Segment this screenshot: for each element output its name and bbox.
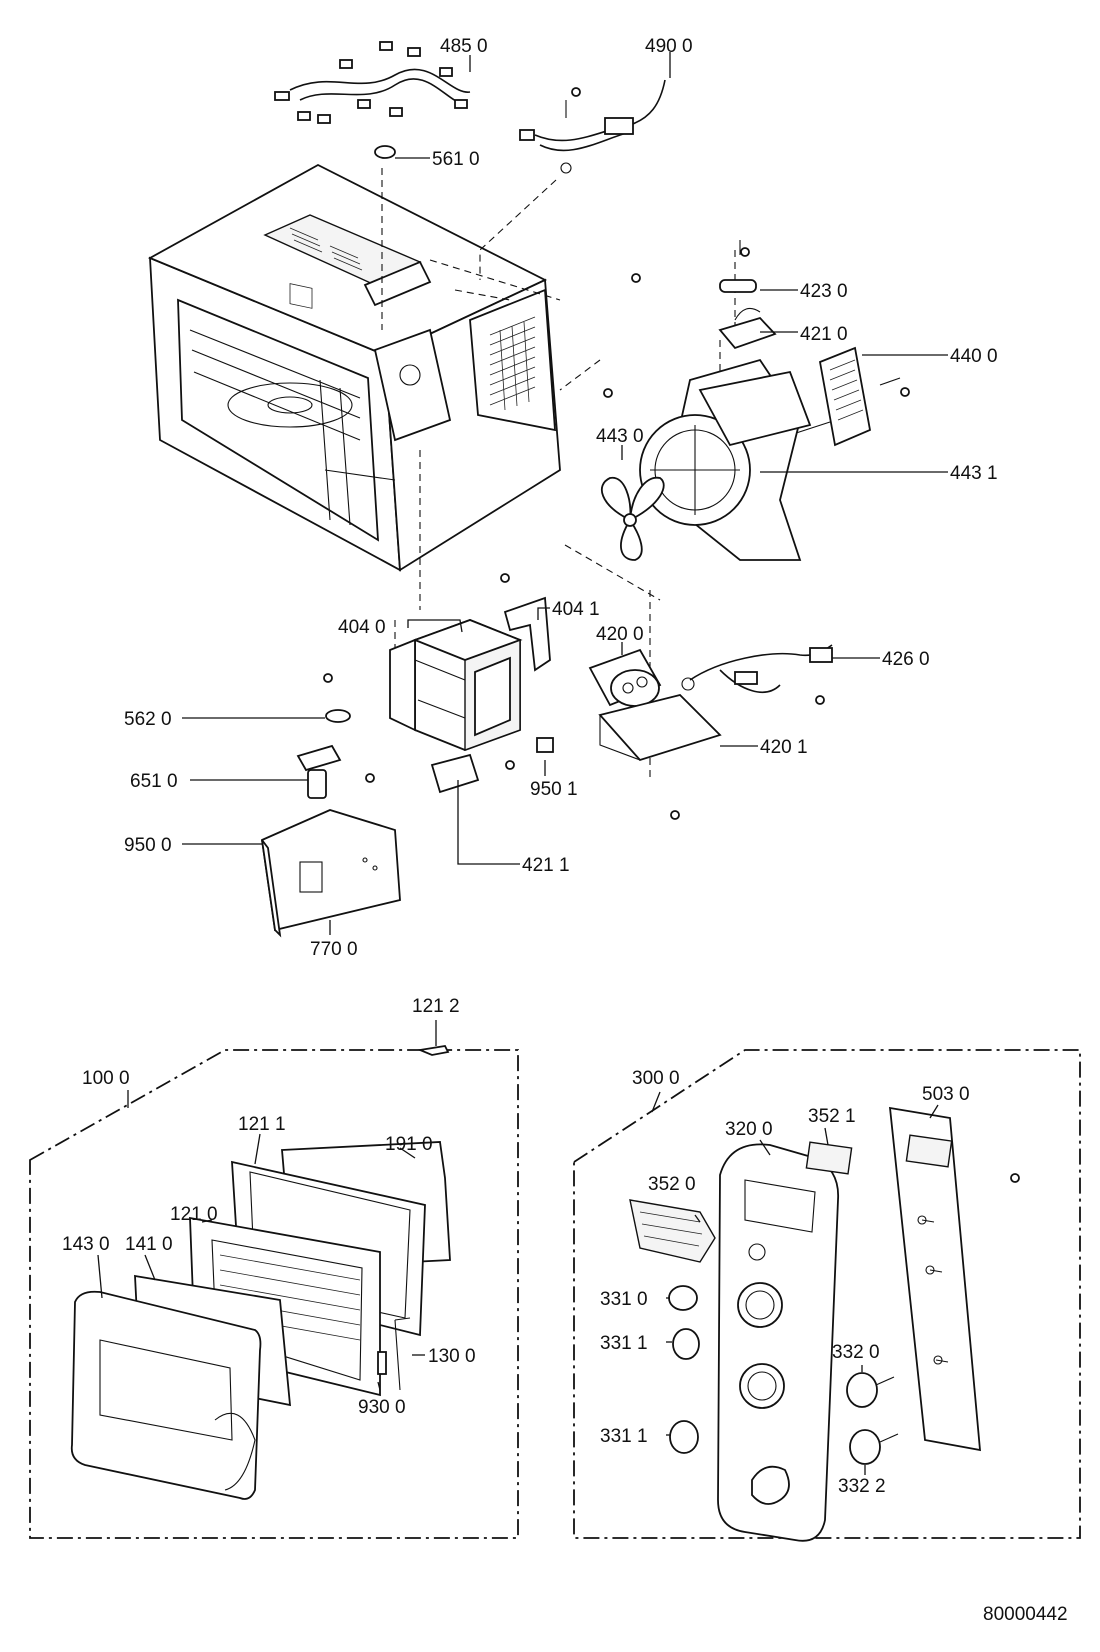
part-labels: 485 0 490 0 561 0 423 0 421 0 440 0 443 … bbox=[62, 36, 1068, 1625]
label-121-1: 121 1 bbox=[238, 1114, 286, 1135]
door-assembly-group bbox=[29, 1045, 519, 1539]
label-352-0: 352 0 bbox=[648, 1174, 696, 1195]
label-930-0: 930 0 bbox=[358, 1397, 406, 1418]
label-191-0: 191 0 bbox=[385, 1134, 433, 1155]
fuse-holder-651 bbox=[296, 744, 342, 799]
diode-cable-426 bbox=[681, 644, 833, 694]
pcb-421 bbox=[718, 307, 777, 350]
fan-housing-443-1 bbox=[639, 358, 812, 561]
label-100-0: 100 0 bbox=[82, 1068, 130, 1089]
label-490-0: 490 0 bbox=[645, 36, 693, 57]
label-443-0: 443 0 bbox=[596, 426, 644, 447]
capacitor-420 bbox=[588, 648, 662, 707]
doc-number: 80000442 bbox=[983, 1604, 1068, 1625]
label-420-1: 420 1 bbox=[760, 737, 808, 758]
label-332-2: 332 2 bbox=[838, 1476, 886, 1497]
label-485-0: 485 0 bbox=[440, 36, 488, 57]
part-950-1 bbox=[536, 737, 554, 753]
fuse-423 bbox=[719, 240, 757, 293]
control-panel-group bbox=[573, 1049, 1081, 1542]
label-421-1: 421 1 bbox=[522, 855, 570, 876]
transformer-404 bbox=[389, 619, 523, 751]
label-332-0: 332 0 bbox=[832, 1342, 880, 1363]
label-950-0: 950 0 bbox=[124, 835, 172, 856]
label-121-0: 121 0 bbox=[170, 1204, 218, 1225]
label-331-0: 331 0 bbox=[600, 1289, 648, 1310]
label-443-1: 443 1 bbox=[950, 463, 998, 484]
leader-lines bbox=[97, 52, 948, 1475]
label-300-0: 300 0 bbox=[632, 1068, 680, 1089]
wire-harness-485 bbox=[274, 41, 471, 124]
label-423-0: 423 0 bbox=[800, 281, 848, 302]
label-331-1-b: 331 1 bbox=[600, 1426, 648, 1447]
fan-blade-443-0 bbox=[600, 476, 665, 561]
label-770-0: 770 0 bbox=[310, 939, 358, 960]
label-426-0: 426 0 bbox=[882, 649, 930, 670]
label-950-1: 950 1 bbox=[530, 779, 578, 800]
label-421-0: 421 0 bbox=[800, 324, 848, 345]
power-cable-490 bbox=[519, 79, 666, 174]
label-141-0: 141 0 bbox=[125, 1234, 173, 1255]
thermostat-561 bbox=[374, 145, 396, 159]
label-320-0: 320 0 bbox=[725, 1119, 773, 1140]
relay-421-1 bbox=[430, 753, 480, 794]
label-121-2: 121 2 bbox=[412, 996, 460, 1017]
label-331-1-a: 331 1 bbox=[600, 1333, 648, 1354]
thermostat-562 bbox=[325, 709, 351, 723]
label-440-0: 440 0 bbox=[950, 346, 998, 367]
label-352-1: 352 1 bbox=[808, 1106, 856, 1127]
label-130-0: 130 0 bbox=[428, 1346, 476, 1367]
label-561-0: 561 0 bbox=[432, 149, 480, 170]
control-box-950-770 bbox=[261, 809, 401, 938]
label-562-0: 562 0 bbox=[124, 709, 172, 730]
label-404-1: 404 1 bbox=[552, 599, 600, 620]
screws bbox=[323, 87, 1020, 1183]
label-420-0: 420 0 bbox=[596, 624, 644, 645]
bracket-404-1 bbox=[503, 596, 551, 672]
label-404-0: 404 0 bbox=[338, 617, 386, 638]
bracket-420-1 bbox=[598, 694, 722, 762]
bracket-440 bbox=[789, 346, 901, 447]
label-503-0: 503 0 bbox=[922, 1084, 970, 1105]
label-143-0: 143 0 bbox=[62, 1234, 110, 1255]
label-651-0: 651 0 bbox=[130, 771, 178, 792]
oven-cavity bbox=[147, 163, 561, 572]
